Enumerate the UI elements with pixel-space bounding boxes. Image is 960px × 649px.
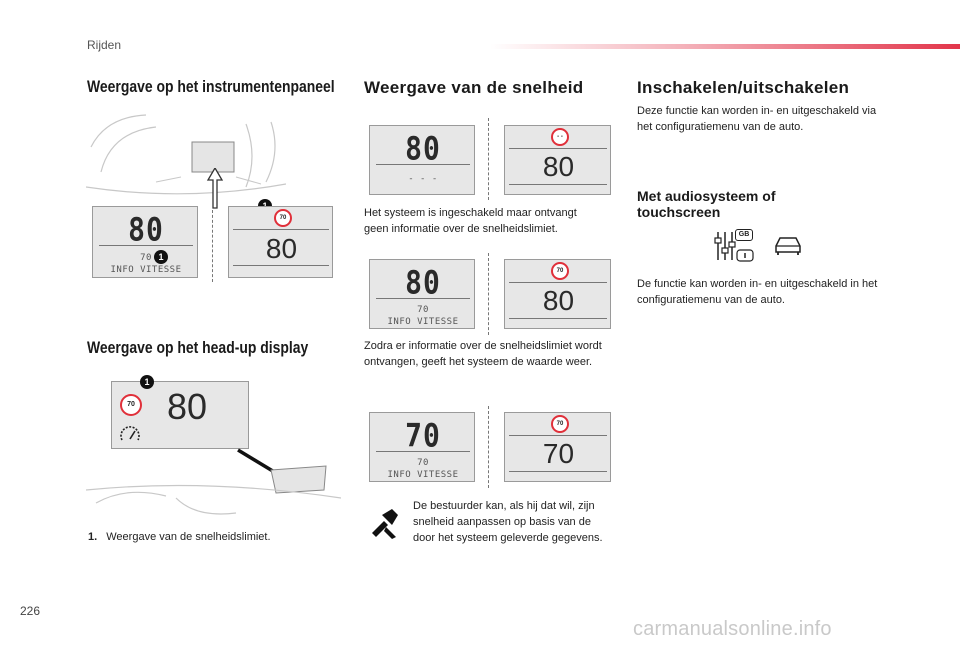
- heading-head-up-display: Weergave op het head-up display: [87, 338, 309, 357]
- speed-readout: 70: [405, 416, 441, 455]
- paragraph-config-menu: Deze functie kan worden in- en uitgescha…: [637, 105, 877, 133]
- display-row1-left: 80 - - -: [369, 125, 475, 195]
- legend-text: Weergave van de snelheidslimiet.: [106, 531, 271, 543]
- callout-1: 1: [154, 250, 168, 264]
- tools-icon: [372, 509, 398, 539]
- instrument-display-right: 70 80: [228, 206, 333, 278]
- dashboard-illustration: [86, 114, 286, 195]
- language-badge: GB: [735, 229, 753, 241]
- limit-readout: 70: [140, 253, 152, 263]
- info-vitesse-label: INFO VITESSE: [110, 265, 182, 275]
- callout-1: 1: [140, 375, 154, 389]
- paragraph-info-received: Zodra er informatie over de snelheidslim…: [364, 340, 602, 368]
- speed-readout: 80: [405, 129, 441, 168]
- car-icon: [775, 237, 801, 255]
- paragraph-config-menu-2: De functie kan worden in- en uitgeschake…: [637, 278, 878, 306]
- speed-readout: 80: [128, 210, 164, 249]
- hud-projection-illustration: [86, 448, 341, 515]
- speed-readout: 80: [542, 285, 575, 316]
- paragraph-no-info: Het systeem is ingeschakeld maar ontvang…: [364, 207, 577, 235]
- speed-readout: 80: [405, 263, 441, 302]
- display-row2-right: 70 80: [504, 259, 611, 329]
- display-row2-left: 80 70 INFO VITESSE: [369, 259, 475, 329]
- speed-limit-sign: 70: [120, 394, 142, 416]
- speed-limit-sign: 70: [551, 415, 569, 433]
- settings-sliders-icon: [714, 232, 754, 262]
- heading-instrument-panel: Weergave op het instrumentenpaneel: [87, 77, 335, 96]
- subheading-audio-touchscreen: Met audiosysteem of touchscreen: [637, 188, 776, 220]
- speedometer-icon: [120, 426, 140, 441]
- info-vitesse-label: INFO VITESSE: [387, 470, 459, 480]
- heading-speed-display: Weergave van de snelheid: [364, 78, 584, 97]
- speed-limit-sign: 70: [551, 262, 569, 280]
- speed-limit-sign: - -: [551, 128, 569, 146]
- watermark: carmanualsonline.info: [633, 618, 832, 640]
- legend-number: 1.: [88, 531, 98, 543]
- legend-item: 1. Weergave van de snelheidslimiet.: [88, 529, 271, 545]
- limit-readout: 70: [417, 305, 429, 315]
- info-vitesse-label: INFO VITESSE: [387, 317, 459, 327]
- display-row3-right: 70 70: [504, 412, 611, 482]
- instrument-display-left: 80 70 INFO VITESSE: [92, 206, 198, 278]
- no-limit-readout: - - -: [408, 174, 438, 184]
- header-accent-bar: [490, 44, 960, 49]
- limit-readout: 70: [417, 458, 429, 468]
- section-label: Rijden: [87, 38, 122, 52]
- display-row1-right: - - 80: [504, 125, 611, 195]
- paragraph-driver-note: De bestuurder kan, als hij dat wil, zijn…: [413, 500, 603, 544]
- display-row3-left: 70 70 INFO VITESSE: [369, 412, 475, 482]
- head-up-display: 70 80: [111, 381, 249, 449]
- speed-readout: 80: [265, 233, 298, 264]
- heading-enable-disable: Inschakelen/uitschakelen: [637, 78, 850, 97]
- speed-limit-sign: 70: [274, 209, 292, 227]
- speed-readout: 80: [166, 386, 208, 427]
- arrow-up-icon: [206, 168, 224, 209]
- speed-readout: 70: [542, 438, 575, 469]
- page-number: 226: [20, 604, 41, 618]
- speed-readout: 80: [542, 151, 575, 182]
